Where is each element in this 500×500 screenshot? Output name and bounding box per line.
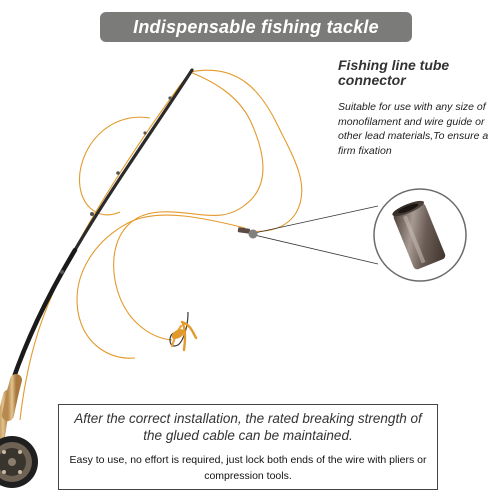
banner-title: Indispensable fishing tackle xyxy=(133,16,379,37)
product-title: Fishing line tube connector xyxy=(338,57,450,88)
fishing-line xyxy=(19,69,303,421)
fishing-hook-icon xyxy=(169,311,198,352)
connector-callout xyxy=(237,205,379,265)
info-box: After the correct installation, the rate… xyxy=(58,404,438,490)
info-main-text: After the correct installation, the rate… xyxy=(74,411,422,443)
fishing-rod-icon xyxy=(0,68,194,460)
product-description: Suitable for use with any size of monofi… xyxy=(338,101,489,157)
fishing-reel-icon xyxy=(0,436,38,488)
title-banner: Indispensable fishing tackle xyxy=(100,12,412,42)
info-sub-text: Easy to use, no effort is required, just… xyxy=(69,454,427,482)
tube-connector-icon xyxy=(373,188,467,282)
